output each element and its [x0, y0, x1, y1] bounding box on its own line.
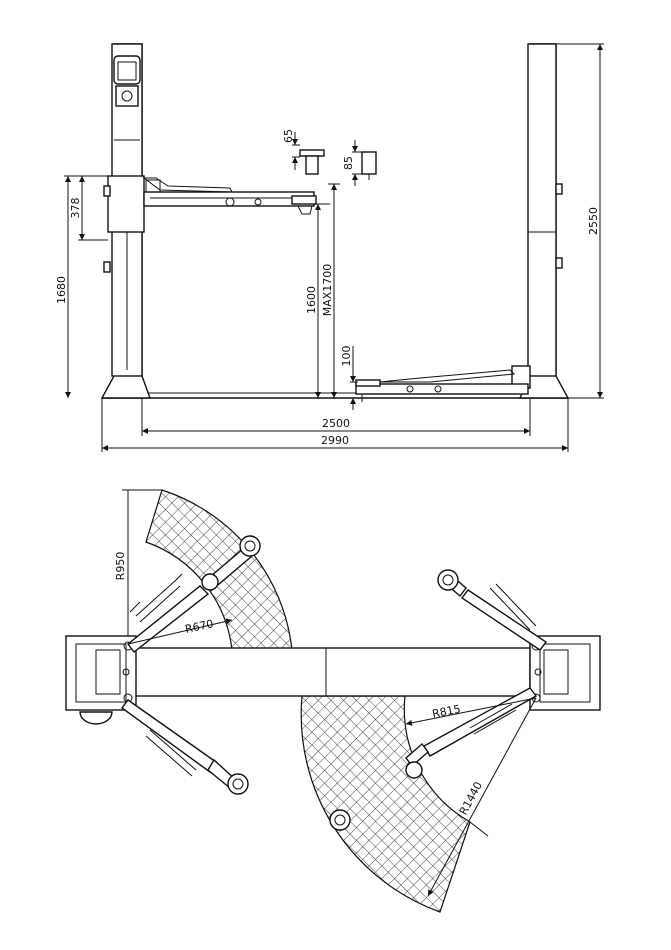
lowered-arm-beam	[355, 383, 529, 395]
dim-2990: 2990	[321, 434, 349, 447]
right-column	[511, 43, 570, 399]
left-column	[100, 43, 151, 399]
dim-2550: 2550	[587, 207, 600, 235]
arm-left-bottom	[121, 699, 249, 795]
dim-r815: R815	[431, 702, 462, 720]
pad-right-bottom	[329, 809, 351, 831]
top-plan-view: R950 R670 R815 R1440	[65, 489, 601, 913]
dim-2500: 2500	[322, 417, 350, 430]
arm-right-bottom	[329, 687, 538, 831]
left-carriage	[107, 175, 145, 233]
arm-left-top	[127, 535, 261, 653]
cross-beam	[117, 647, 531, 697]
motor-housing	[113, 55, 141, 85]
dim-r950: R950	[114, 552, 127, 581]
front-elevation: 65 85 378 1680 1600 MAX1700 100 2550 250…	[55, 43, 604, 452]
raised-arm-beam	[143, 191, 315, 207]
dim-100: 100	[340, 346, 353, 367]
lift-pad-detail	[299, 149, 377, 180]
pad-left-top	[239, 535, 261, 557]
dim-85: 85	[342, 156, 355, 170]
dim-max1700: MAX1700	[321, 264, 334, 317]
dim-65: 65	[282, 129, 295, 143]
dim-378: 378	[69, 198, 82, 219]
raised-pad	[291, 195, 317, 205]
right-lowered-arm	[355, 369, 529, 402]
left-base-plate	[65, 635, 137, 725]
dim-1680: 1680	[55, 276, 68, 304]
lowered-pad	[355, 379, 381, 387]
pad-right-top	[437, 569, 459, 591]
dimension-lines	[64, 43, 604, 452]
radius-lines	[122, 489, 537, 897]
arm-right-top	[437, 569, 548, 651]
adapter-block	[361, 151, 377, 175]
pad-left-bottom	[227, 773, 249, 795]
pad-stem	[305, 155, 319, 175]
left-raised-arm	[142, 177, 317, 215]
dim-r670: R670	[184, 617, 215, 636]
dim-1600: 1600	[305, 286, 318, 314]
sweep-area-right	[300, 695, 471, 913]
motor-unit	[79, 711, 113, 725]
pad-top	[299, 149, 325, 157]
